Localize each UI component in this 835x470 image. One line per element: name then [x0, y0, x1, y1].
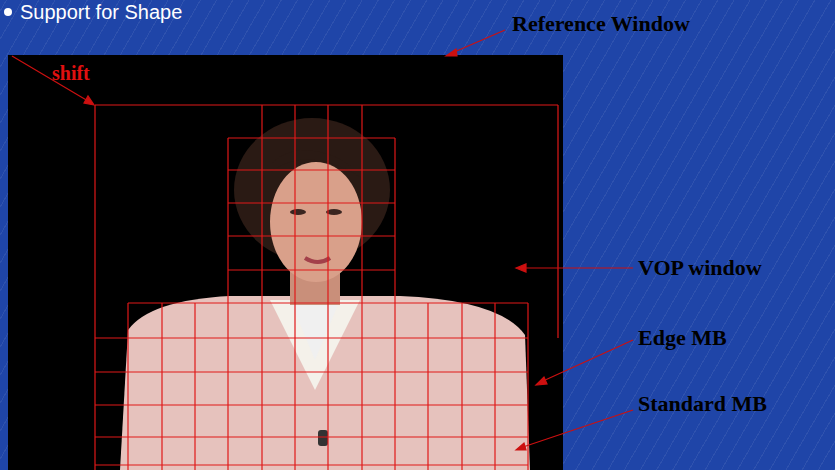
grid-line: [95, 337, 528, 338]
grid-line: [494, 303, 495, 470]
grid-line: [557, 105, 558, 338]
grid-line: [228, 269, 395, 270]
callout-label: shift: [52, 62, 90, 84]
callout-label: Standard MB: [638, 392, 767, 416]
grid-line: [95, 464, 528, 465]
callout-label: VOP window: [638, 256, 762, 280]
grid-line: [95, 436, 528, 437]
grid-line: [327, 303, 328, 470]
grid-line: [161, 303, 162, 470]
reference-window: [8, 55, 563, 470]
grid-line: [228, 235, 395, 236]
macroblock-grid: [95, 105, 558, 470]
presenter-image: [120, 118, 530, 470]
grid-line: [294, 303, 295, 470]
pointer-arrows: [12, 30, 633, 450]
grid-line: [228, 137, 395, 138]
grid-line: [228, 169, 395, 170]
grid-line: [361, 105, 362, 303]
grid-line: [361, 303, 362, 470]
grid-line: [394, 138, 395, 303]
grid-line: [327, 105, 328, 303]
grid-line: [194, 303, 195, 470]
grid-line: [294, 105, 295, 303]
grid-line: [394, 303, 395, 470]
callout-label: Reference Window: [512, 12, 690, 36]
grid-line: [95, 371, 528, 372]
grid-line: [95, 104, 558, 105]
grid-line: [261, 105, 262, 303]
grid-line: [95, 404, 528, 405]
bullet-dot: [4, 8, 12, 16]
grid-line: [227, 138, 228, 303]
grid-line: [227, 303, 228, 470]
grid-line: [427, 303, 428, 470]
grid-line: [127, 303, 128, 470]
callout-label: Edge MB: [638, 326, 727, 350]
grid-line: [461, 303, 462, 470]
grid-line: [261, 303, 262, 470]
grid-line: [94, 105, 95, 470]
grid-line: [228, 202, 395, 203]
slide-heading: Support for Shape: [20, 1, 182, 23]
